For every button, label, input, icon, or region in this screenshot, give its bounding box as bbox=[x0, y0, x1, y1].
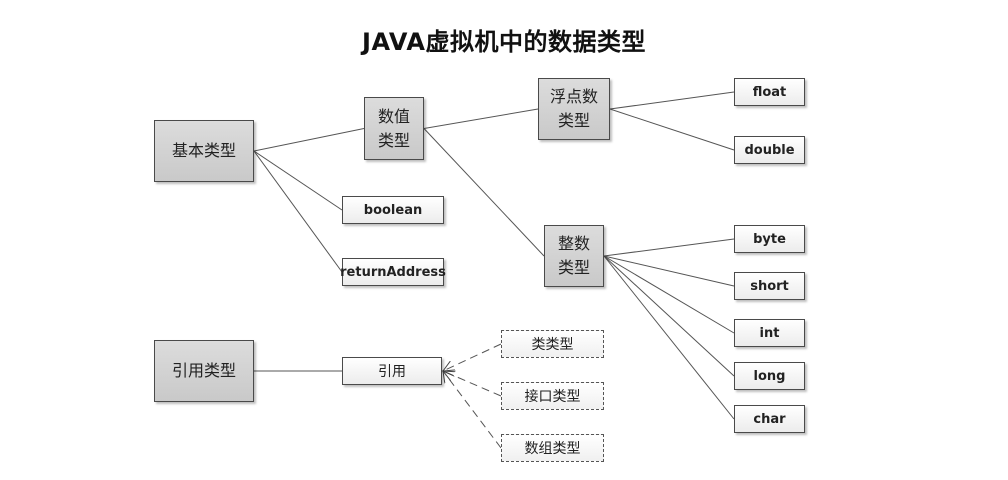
node-double: double bbox=[734, 136, 805, 164]
node-interface-type: 接口类型 bbox=[501, 382, 604, 410]
node-primitive-types: 基本类型 bbox=[154, 120, 254, 182]
node-int: int bbox=[734, 319, 805, 347]
connector-floating-double bbox=[609, 108, 735, 151]
connector-integral-short bbox=[603, 255, 735, 287]
node-label: long bbox=[753, 368, 786, 384]
connector-primitive-numeric bbox=[253, 128, 365, 152]
node-array-type: 数组类型 bbox=[501, 434, 604, 462]
node-long: long bbox=[734, 362, 805, 390]
node-label: double bbox=[744, 142, 795, 158]
node-label: returnAddress bbox=[340, 264, 446, 280]
node-boolean: boolean bbox=[342, 196, 444, 224]
node-label: short bbox=[750, 278, 789, 294]
node-label: 数值 类型 bbox=[377, 106, 410, 150]
node-label: 整数 类型 bbox=[557, 234, 590, 277]
node-char: char bbox=[734, 405, 805, 433]
node-numeric-types: 数值 类型 bbox=[364, 97, 424, 160]
connector-primitive-returnAddress bbox=[253, 150, 343, 273]
connector-primitive-boolean bbox=[253, 150, 343, 211]
node-label: 浮点数 类型 bbox=[549, 87, 598, 130]
node-floating-point-types: 浮点数 类型 bbox=[538, 78, 610, 140]
node-byte: byte bbox=[734, 225, 805, 253]
diagram-title: JAVA虚拟机中的数据类型 bbox=[362, 28, 646, 56]
node-float: float bbox=[734, 78, 805, 106]
connector-integral-long bbox=[603, 255, 735, 377]
node-reference-types: 引用类型 bbox=[154, 340, 254, 402]
node-label: float bbox=[752, 84, 787, 100]
connector-class_type-reference bbox=[443, 343, 502, 371]
connector-floating-float bbox=[609, 91, 735, 110]
node-label: char bbox=[753, 411, 786, 427]
node-label: boolean bbox=[363, 202, 423, 218]
node-class-type: 类类型 bbox=[501, 330, 604, 358]
connector-integral-char bbox=[603, 255, 735, 420]
connector-integral-byte bbox=[603, 238, 735, 257]
node-integral-types: 整数 类型 bbox=[544, 225, 604, 287]
connector-numeric-integral bbox=[423, 128, 545, 257]
node-label: 引用类型 bbox=[171, 361, 236, 380]
node-label: 类类型 bbox=[531, 337, 574, 353]
node-label: byte bbox=[753, 231, 786, 247]
node-label: 基本类型 bbox=[171, 141, 236, 160]
node-reference: 引用 bbox=[342, 357, 442, 385]
node-short: short bbox=[734, 272, 805, 300]
node-label: 接口类型 bbox=[524, 389, 581, 405]
node-returnaddress: returnAddress bbox=[340, 258, 446, 286]
node-label: int bbox=[759, 325, 780, 341]
connector-numeric-floating bbox=[423, 108, 539, 129]
connector-integral-int bbox=[603, 255, 735, 334]
connector-interface_type-reference bbox=[443, 371, 502, 397]
node-label: 引用 bbox=[378, 364, 406, 380]
connector-array_type-reference bbox=[443, 371, 502, 449]
node-label: 数组类型 bbox=[524, 441, 581, 457]
